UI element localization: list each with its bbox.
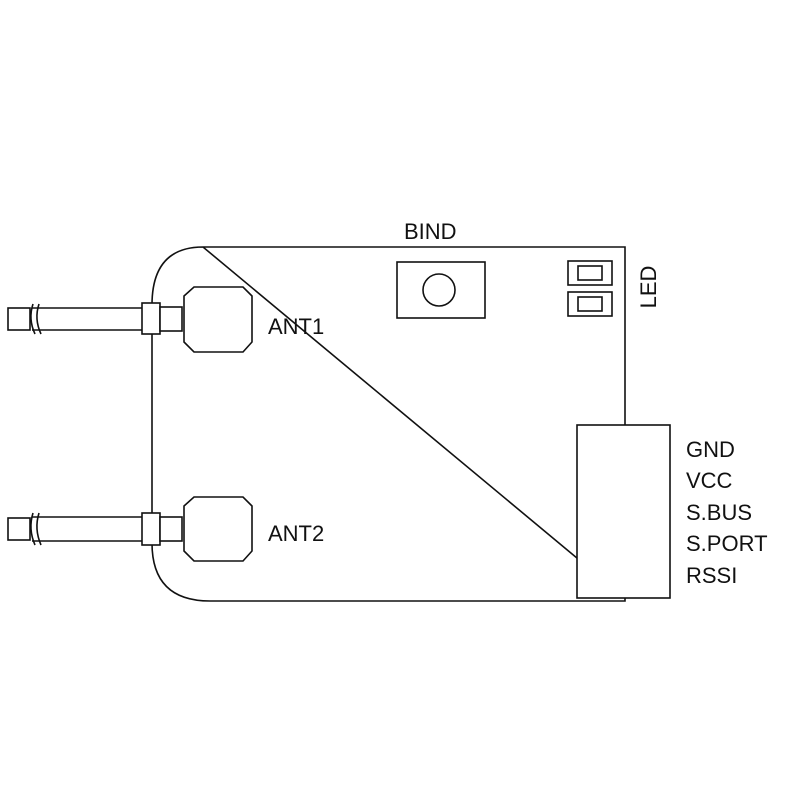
pin-label-sport: S.PORT bbox=[686, 531, 768, 556]
antenna-2-cable bbox=[7, 512, 183, 546]
pin-header bbox=[576, 424, 671, 599]
antenna-1-cable bbox=[7, 302, 183, 335]
bind-label: BIND bbox=[404, 219, 457, 244]
bind-button bbox=[396, 261, 486, 319]
bind-button-knob bbox=[422, 273, 456, 307]
ant2-label: ANT2 bbox=[268, 521, 324, 546]
led-bottom bbox=[567, 291, 613, 317]
pin-label-sbus: S.BUS bbox=[686, 500, 752, 525]
ant1-label: ANT1 bbox=[268, 314, 324, 339]
led-label: LED bbox=[636, 266, 661, 309]
led-top bbox=[567, 260, 613, 286]
pin-label-vcc: VCC bbox=[686, 468, 733, 493]
pin-label-gnd: GND bbox=[686, 437, 735, 462]
ant2-connector bbox=[183, 496, 253, 562]
pin-label-rssi: RSSI bbox=[686, 563, 737, 588]
ant1-connector bbox=[183, 286, 253, 353]
